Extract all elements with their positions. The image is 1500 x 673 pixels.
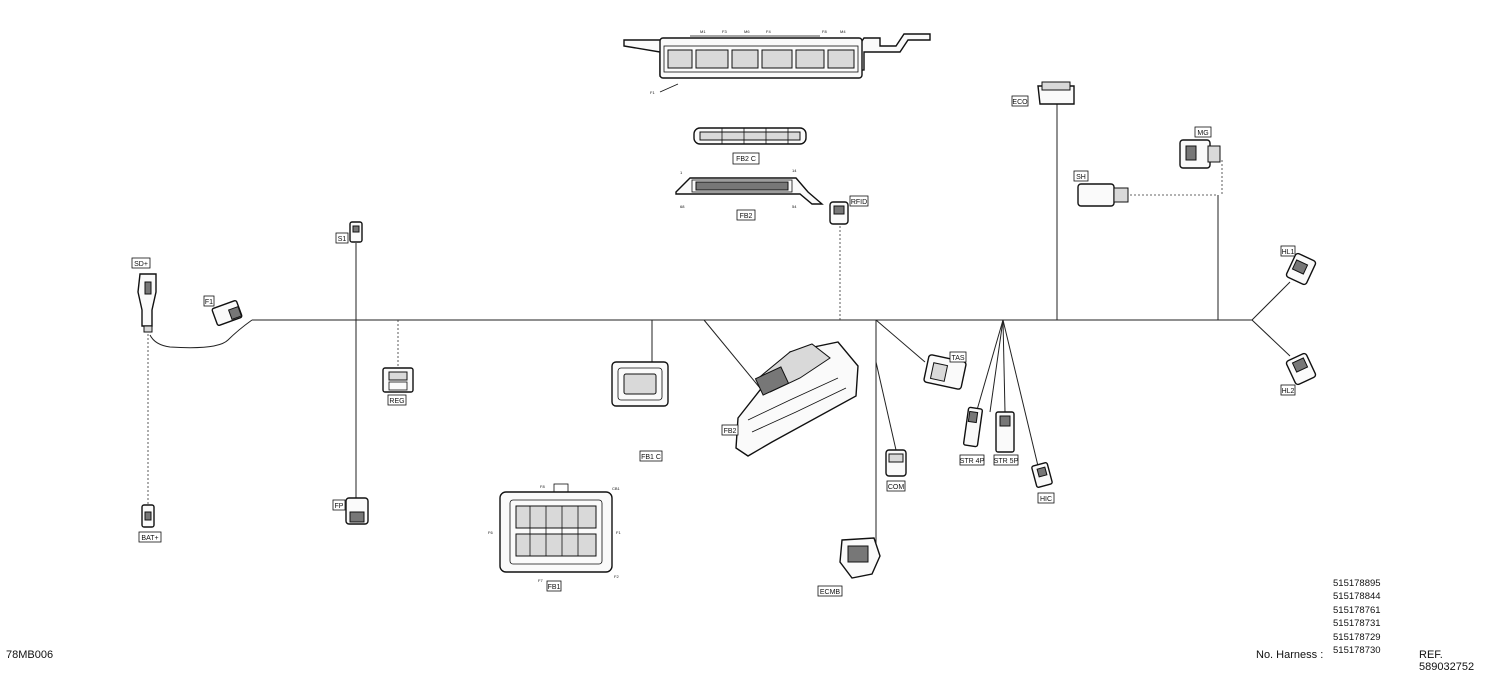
svg-text:BAT+: BAT+ [141, 535, 158, 542]
sd-plus-connector: SD+ [131, 257, 157, 333]
svg-text:SD+: SD+ [134, 261, 148, 268]
svg-text:SH: SH [1076, 174, 1086, 181]
svg-text:FB2: FB2 [724, 428, 737, 435]
svg-text:FB2 C: FB2 C [736, 156, 756, 163]
rfid-connector: RFID [829, 195, 869, 225]
svg-text:RFID: RFID [851, 199, 867, 206]
svg-text:F2: F2 [614, 574, 619, 579]
svg-text:STR 5P: STR 5P [994, 458, 1019, 465]
mg-connector: MG [1179, 126, 1221, 169]
svg-text:F8: F8 [540, 484, 545, 489]
svg-text:F7: F7 [538, 578, 543, 583]
hic-connector: HIC [1031, 462, 1055, 504]
eco-connector: ECO [1011, 81, 1075, 107]
svg-text:CB1: CB1 [612, 486, 621, 491]
svg-text:F6: F6 [488, 530, 493, 535]
svg-text:68: 68 [680, 204, 685, 209]
svg-text:FB1 C: FB1 C [641, 454, 661, 461]
harness-wires [147, 104, 1291, 545]
str5p-connector: STR 5P [993, 411, 1019, 466]
svg-text:STR 4P: STR 4P [960, 458, 985, 465]
svg-text:F1: F1 [650, 90, 655, 95]
harness-number: 515178729 [1333, 631, 1381, 643]
reg-connector: REG [382, 367, 414, 406]
svg-text:F8: F8 [822, 29, 827, 34]
fb2-module-body: FB2 [721, 341, 859, 457]
str4p-connector: STR 4P [959, 406, 985, 466]
svg-text:HL2: HL2 [1282, 388, 1295, 395]
harness-label: No. Harness : [1256, 649, 1324, 661]
fb1c-connector: FB1 C [611, 361, 669, 462]
svg-text:MG: MG [1197, 130, 1208, 137]
svg-text:1: 1 [680, 170, 683, 175]
svg-text:F1: F1 [205, 299, 213, 306]
svg-text:FB2: FB2 [740, 213, 753, 220]
svg-text:F3: F3 [722, 29, 727, 34]
svg-text:REG: REG [389, 398, 404, 405]
svg-text:14: 14 [792, 168, 797, 173]
bat-plus-terminal: BAT+ [138, 504, 162, 543]
svg-text:ECMB: ECMB [820, 589, 841, 596]
svg-text:54: 54 [792, 204, 797, 209]
svg-text:S1: S1 [338, 236, 347, 243]
svg-text:F1: F1 [616, 530, 621, 535]
reference-number: REF. 589032752 [1419, 649, 1475, 673]
svg-text:FB1: FB1 [548, 584, 561, 591]
fb2-fuse-box-module: M1 F3 M6 F4 F8 M4 F1 [623, 29, 931, 95]
fb2c-label: FB2 C [732, 152, 760, 165]
harness-number: 515178895 [1333, 578, 1381, 589]
harness-number: 515178731 [1333, 618, 1381, 630]
fp-connector: FP [332, 497, 369, 525]
com-connector: COM [885, 449, 907, 492]
fb2-top-label: FB2 [736, 209, 756, 221]
svg-text:HIC: HIC [1040, 496, 1052, 503]
harness-number-list: 515178895 515178844 515178761 515178731 … [1333, 577, 1381, 657]
diagram-code: 78MB006 [6, 649, 54, 661]
svg-text:M1: M1 [700, 29, 706, 34]
svg-text:ECO: ECO [1012, 99, 1028, 106]
hl2-connector: HL2 [1280, 352, 1317, 396]
svg-text:FP: FP [335, 503, 344, 510]
harness-number: 515178844 [1333, 591, 1381, 603]
svg-text:HL1: HL1 [1282, 249, 1295, 256]
svg-text:TAS: TAS [951, 355, 964, 362]
tas-connector: TAS [923, 351, 967, 390]
svg-text:M6: M6 [744, 29, 750, 34]
svg-text:M4: M4 [840, 29, 846, 34]
fb1-fuse-block: F8 CB1 F6 F1 F7 F2 FB1 [488, 483, 621, 592]
hl1-connector: HL1 [1280, 245, 1317, 286]
fb2-pin-header: 1 14 68 54 FB2 [675, 168, 824, 221]
svg-text:COM: COM [888, 484, 905, 491]
harness-number: 515178761 [1333, 604, 1381, 616]
sh-connector: SH [1073, 170, 1129, 207]
fb2c-connector: FB2 C [693, 127, 807, 165]
s1-connector: S1 [335, 221, 363, 244]
f1-connector: F1 [203, 295, 243, 327]
svg-text:F4: F4 [766, 29, 771, 34]
harness-number: 515178730 [1333, 645, 1381, 657]
ecmb-connector: ECMB [817, 537, 881, 597]
